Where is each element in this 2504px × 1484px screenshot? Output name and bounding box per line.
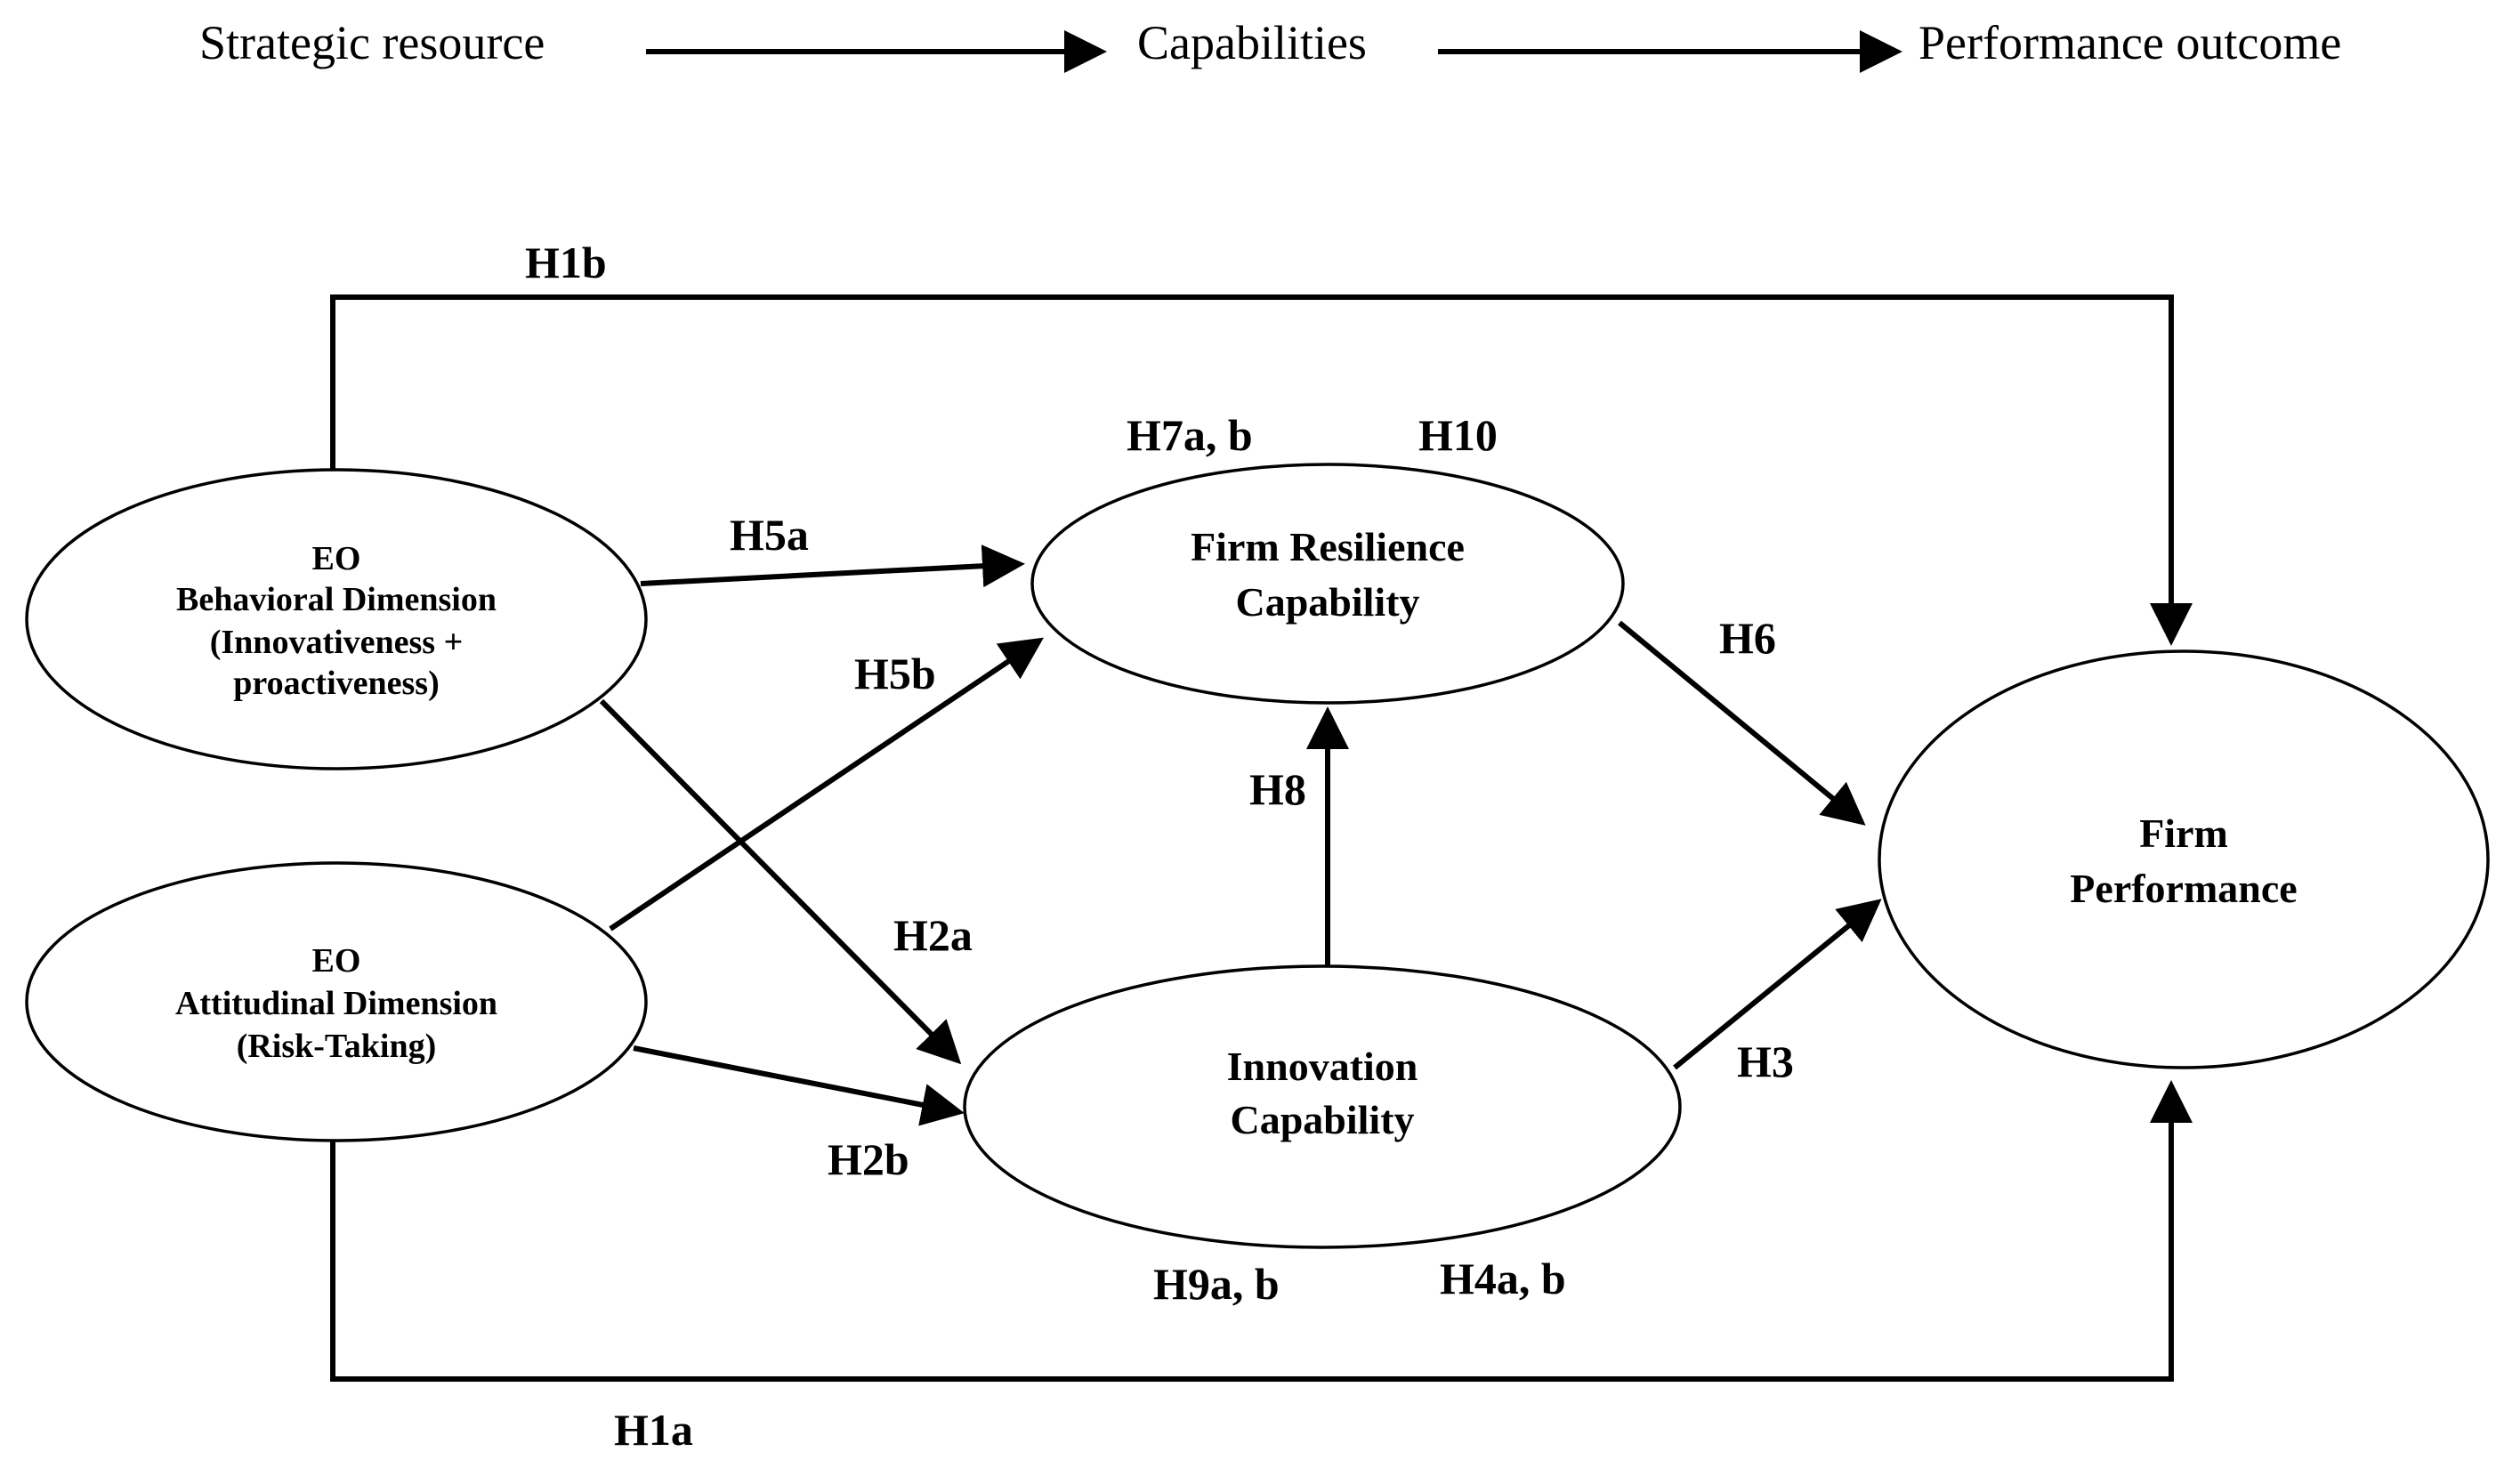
node-eo-behavioral: EO Behavioral Dimension (Innovativeness …: [25, 468, 648, 770]
stage-capabilities: Capabilities: [1137, 16, 1367, 69]
edge-h6: [1618, 620, 1866, 826]
node-eo-attitudinal-line1: EO: [312, 942, 361, 980]
label-h3: H3: [1737, 1036, 1794, 1086]
label-h1a: H1a: [614, 1405, 693, 1455]
node-firm-resilience-ellipse: [1030, 463, 1625, 705]
node-innovation: Innovation Capability: [963, 964, 1682, 1249]
edge-h1a: [330, 1080, 2193, 1382]
label-h1b: H1b: [525, 238, 607, 287]
stage-header: Strategic resource Capabilities Performa…: [199, 16, 2341, 73]
label-h2b: H2b: [828, 1134, 909, 1184]
node-eo-behavioral-line1: EO: [312, 540, 361, 577]
label-h5a: H5a: [730, 510, 809, 560]
node-firm-resilience-line2: Capability: [1235, 579, 1419, 625]
stage-performance-outcome: Performance outcome: [1918, 16, 2341, 69]
node-innovation-line1: Innovation: [1227, 1044, 1418, 1089]
node-firm-resilience-line1: Firm Resilience: [1191, 524, 1465, 569]
node-innovation-line2: Capability: [1230, 1097, 1414, 1142]
edge-h2b: [633, 1045, 965, 1126]
label-h6: H6: [1719, 613, 1776, 663]
node-firm-resilience: Firm Resilience Capability: [1030, 463, 1625, 705]
node-firm-performance-ellipse: [1878, 649, 2490, 1069]
label-h9ab: H9a, b: [1153, 1259, 1280, 1309]
edge-h2a: [599, 698, 962, 1065]
node-firm-performance-line2: Performance: [2070, 866, 2297, 911]
label-h7ab: H7a, b: [1127, 410, 1253, 460]
node-eo-behavioral-line4: proactiveness): [233, 665, 440, 702]
edge-h3: [1673, 899, 1882, 1070]
edge-h1b: [330, 294, 2193, 646]
label-h5b: H5b: [854, 649, 936, 698]
node-eo-attitudinal-line3: (Risk-Taking): [237, 1028, 437, 1065]
node-eo-attitudinal-ellipse: [25, 861, 648, 1142]
edge-h5a: [640, 544, 1025, 588]
label-h4ab: H4a, b: [1440, 1254, 1566, 1303]
node-eo-attitudinal: EO Attitudinal Dimension (Risk-Taking): [25, 861, 648, 1142]
node-firm-performance-line1: Firm: [2139, 811, 2228, 856]
node-eo-behavioral-ellipse: [25, 468, 648, 770]
label-h2a: H2a: [893, 910, 973, 960]
node-eo-behavioral-line2: Behavioral Dimension: [176, 581, 497, 618]
node-eo-attitudinal-line2: Attitudinal Dimension: [175, 985, 497, 1022]
stage-strategic-resource: Strategic resource: [199, 16, 545, 69]
label-h8: H8: [1249, 764, 1306, 814]
node-innovation-ellipse: [963, 964, 1682, 1249]
node-firm-performance: Firm Performance: [1878, 649, 2490, 1069]
label-h10: H10: [1418, 410, 1498, 460]
node-eo-behavioral-line3: (Innovativeness +: [210, 624, 464, 661]
edge-h5b: [609, 637, 1044, 932]
